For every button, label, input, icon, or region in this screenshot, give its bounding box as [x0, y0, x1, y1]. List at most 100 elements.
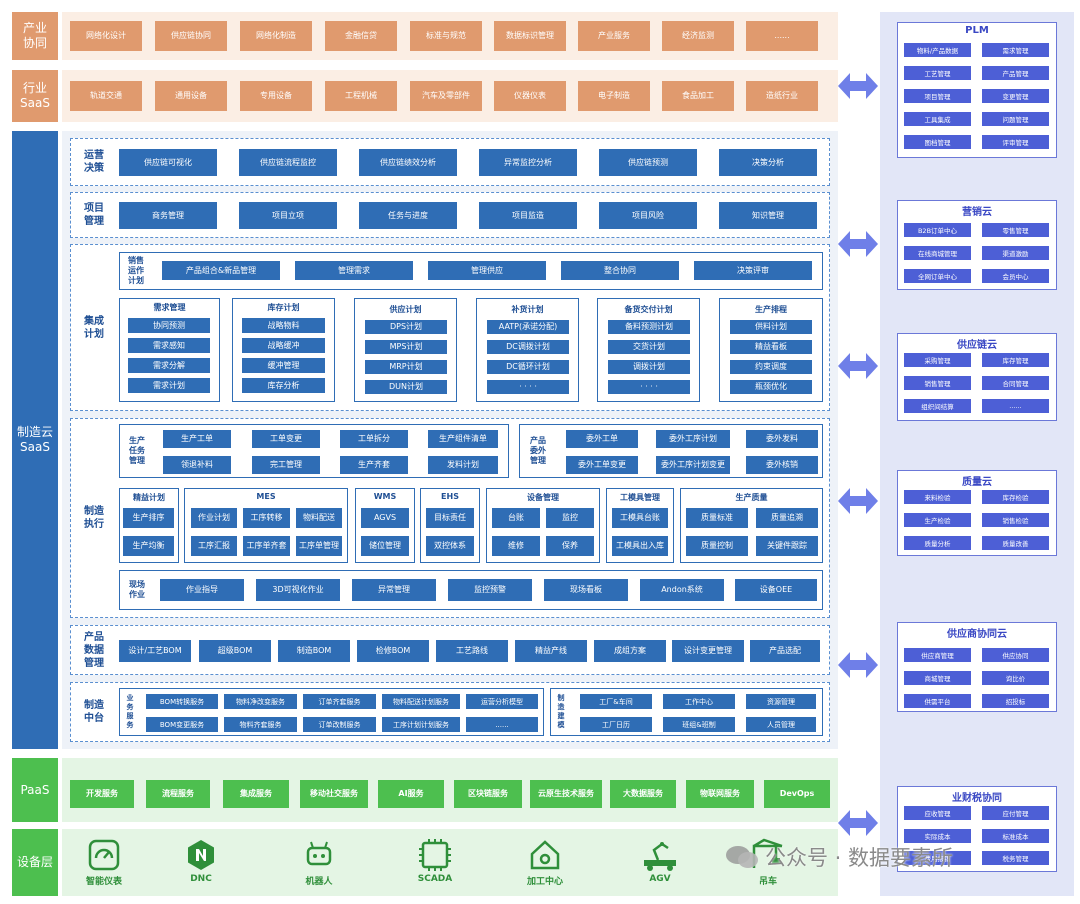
lean-item[interactable]: 生产均衡 — [123, 536, 174, 556]
supplier-item[interactable]: 询比价 — [982, 671, 1049, 685]
plan-item[interactable]: 需求计划 — [128, 378, 210, 393]
pdm-item[interactable]: 超级BOM — [199, 640, 271, 662]
pdm-item[interactable]: 产品选配 — [750, 640, 820, 662]
supplier-item[interactable]: 供需平台 — [904, 694, 971, 708]
pdm-item[interactable]: 检修BOM — [357, 640, 429, 662]
industry-item[interactable]: 产业服务 — [578, 21, 650, 51]
plan-item[interactable]: 备料预测计划 — [608, 320, 690, 334]
mes-item[interactable]: 工序汇报 — [191, 536, 237, 556]
paas-item[interactable]: AI服务 — [378, 780, 444, 808]
modeling-item[interactable]: 人员管理 — [746, 717, 816, 732]
outsource-item[interactable]: 委外工单变更 — [566, 456, 638, 474]
project-item[interactable]: 知识管理 — [719, 202, 817, 229]
supplier-item[interactable]: 商城管理 — [904, 671, 971, 685]
plan-item[interactable]: MRP计划 — [365, 360, 447, 374]
quality-item[interactable]: 质量标准 — [686, 508, 748, 528]
supplier-item[interactable]: 供应协同 — [982, 648, 1049, 662]
supplier-item[interactable]: 供应商管理 — [904, 648, 971, 662]
finance-item[interactable]: 标准成本 — [982, 829, 1049, 843]
quality-cloud-item[interactable]: 质量改善 — [982, 536, 1049, 550]
device-agv[interactable]: AGV — [630, 838, 690, 884]
outsource-item[interactable]: 委外工序计划 — [656, 430, 730, 448]
industry-item[interactable]: ...... — [746, 21, 818, 51]
modeling-item[interactable]: 工作中心 — [663, 694, 735, 709]
project-item[interactable]: 项目风险 — [599, 202, 697, 229]
plan-item[interactable]: 精益看板 — [730, 340, 812, 354]
project-item[interactable]: 商务管理 — [119, 202, 217, 229]
mes-item[interactable]: 作业计划 — [191, 508, 237, 528]
project-item[interactable]: 项目监造 — [479, 202, 577, 229]
supply-chain-item[interactable]: 合同管理 — [982, 376, 1049, 390]
pdm-item[interactable]: 工艺路线 — [436, 640, 508, 662]
task-item[interactable]: 工单拆分 — [340, 430, 408, 448]
quality-item[interactable]: 质量追溯 — [756, 508, 818, 528]
paas-item[interactable]: 集成服务 — [223, 780, 289, 808]
outsource-item[interactable]: 委外工单 — [566, 430, 638, 448]
saas-item[interactable]: 食品加工 — [662, 81, 734, 111]
biz-service-item[interactable]: BOM变更服务 — [146, 717, 218, 732]
quality-cloud-item[interactable]: 销售检验 — [982, 513, 1049, 527]
industry-item[interactable]: 网络化设计 — [70, 21, 142, 51]
pdm-item[interactable]: 设计/工艺BOM — [119, 640, 191, 662]
biz-service-item[interactable]: 订单改制服务 — [303, 717, 376, 732]
site-ops-item[interactable]: 作业指导 — [160, 579, 244, 601]
biz-service-item[interactable]: 物料净改变服务 — [224, 694, 297, 709]
finance-item[interactable]: 费用报销 — [904, 851, 971, 865]
task-item[interactable]: 发料计划 — [428, 456, 498, 474]
paas-item[interactable]: 大数据服务 — [610, 780, 676, 808]
finance-item[interactable]: 应收管理 — [904, 806, 971, 820]
plan-item[interactable]: 战略物料 — [242, 318, 325, 333]
marketing-item[interactable]: 全网订单中心 — [904, 269, 971, 283]
saas-item[interactable]: 专用设备 — [240, 81, 312, 111]
saas-item[interactable]: 电子制造 — [578, 81, 650, 111]
project-item[interactable]: 项目立项 — [239, 202, 337, 229]
plm-item[interactable]: 物料/产品数据 — [904, 43, 971, 57]
ops-item[interactable]: 供应链可视化 — [119, 149, 217, 176]
industry-item[interactable]: 供应链协同 — [155, 21, 227, 51]
plm-item[interactable]: 需求管理 — [982, 43, 1049, 57]
supply-chain-item[interactable]: 采购管理 — [904, 353, 971, 367]
finance-item[interactable]: 实际成本 — [904, 829, 971, 843]
saas-item[interactable]: 仪器仪表 — [494, 81, 566, 111]
ops-item[interactable]: 决策分析 — [719, 149, 817, 176]
supply-chain-item[interactable]: 库存管理 — [982, 353, 1049, 367]
plan-item[interactable]: 缓冲管理 — [242, 358, 325, 373]
quality-cloud-item[interactable]: 来料检验 — [904, 490, 971, 504]
plan-item[interactable]: 库存分析 — [242, 378, 325, 393]
saas-item[interactable]: 汽车及零部件 — [410, 81, 482, 111]
biz-service-item[interactable]: 订单齐套服务 — [303, 694, 376, 709]
marketing-item[interactable]: B2B订单中心 — [904, 223, 971, 237]
ops-item[interactable]: 供应链预测 — [599, 149, 697, 176]
biz-service-item[interactable]: 物料齐套服务 — [224, 717, 297, 732]
project-item[interactable]: 任务与进度 — [359, 202, 457, 229]
mes-item[interactable]: 工序单齐套 — [243, 536, 290, 556]
wms-item[interactable]: AGVS — [361, 508, 409, 528]
sales-ops-item[interactable]: 管理供应 — [428, 261, 546, 280]
biz-service-item[interactable]: 运营分析模型 — [466, 694, 538, 709]
pdm-item[interactable]: 成组方案 — [594, 640, 666, 662]
outsource-item[interactable]: 委外核销 — [746, 456, 818, 474]
marketing-item[interactable]: 在线商城管理 — [904, 246, 971, 260]
device-dnc[interactable]: DNC — [171, 838, 231, 884]
plm-item[interactable]: 产品管理 — [982, 66, 1049, 80]
ehs-item[interactable]: 目标责任 — [426, 508, 474, 528]
plm-item[interactable]: 工具集成 — [904, 112, 971, 126]
equipment-item[interactable]: 保养 — [546, 536, 594, 556]
task-item[interactable]: 生产组件清单 — [428, 430, 498, 448]
supply-chain-item[interactable]: 销售管理 — [904, 376, 971, 390]
plan-item[interactable]: 协同预测 — [128, 318, 210, 333]
sales-ops-item[interactable]: 管理需求 — [295, 261, 413, 280]
sales-ops-item[interactable]: 产品组合&新品管理 — [162, 261, 280, 280]
modeling-item[interactable]: 资源管理 — [746, 694, 816, 709]
pdm-item[interactable]: 精益产线 — [515, 640, 587, 662]
plan-item[interactable]: AATP(承诺分配) — [487, 320, 569, 334]
equipment-item[interactable]: 维修 — [492, 536, 540, 556]
device-robot[interactable]: 机器人 — [289, 838, 349, 887]
quality-cloud-item[interactable]: 库存检验 — [982, 490, 1049, 504]
lean-item[interactable]: 生产排序 — [123, 508, 174, 528]
ops-item[interactable]: 供应链流程监控 — [239, 149, 337, 176]
site-ops-item[interactable]: 监控预警 — [448, 579, 532, 601]
plan-item[interactable]: DC循环计划 — [487, 360, 569, 374]
industry-item[interactable]: 经济监测 — [662, 21, 734, 51]
modeling-item[interactable]: 工厂日历 — [580, 717, 652, 732]
